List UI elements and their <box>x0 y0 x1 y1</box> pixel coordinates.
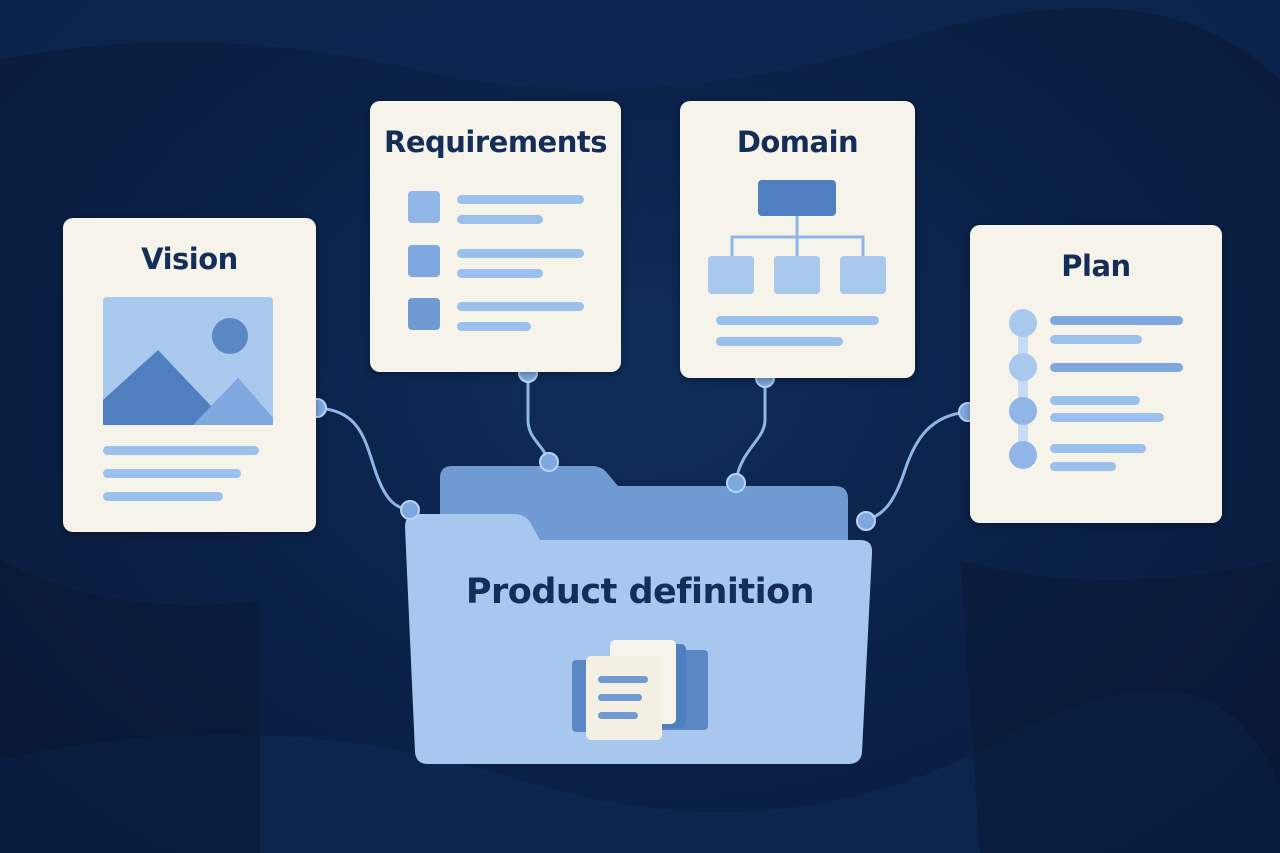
documents-stack-icon <box>572 640 708 740</box>
domain-card[interactable]: Domain <box>680 101 915 378</box>
plan-title: Plan <box>1061 249 1131 283</box>
connector-node <box>856 511 876 531</box>
landscape-image-icon <box>103 297 273 501</box>
connector-node <box>539 452 559 472</box>
vision-title: Vision <box>141 242 238 276</box>
connector-domain <box>734 378 767 484</box>
domain-title: Domain <box>736 125 859 159</box>
checklist-icon <box>408 191 584 331</box>
vision-card[interactable]: Vision <box>63 218 316 532</box>
requirements-card[interactable]: Requirements <box>370 101 621 372</box>
connector-vision <box>315 406 412 512</box>
folder-front[interactable] <box>405 514 873 764</box>
folder-title: Product definition <box>465 572 815 612</box>
connector-node <box>726 473 746 493</box>
connector-requirements <box>526 372 550 464</box>
timeline-icon <box>1009 309 1183 471</box>
connector-node <box>400 500 420 520</box>
requirements-title: Requirements <box>384 125 607 159</box>
hierarchy-diagram-icon <box>708 180 886 346</box>
plan-card[interactable]: Plan <box>970 225 1222 523</box>
connector-plan <box>864 410 970 522</box>
